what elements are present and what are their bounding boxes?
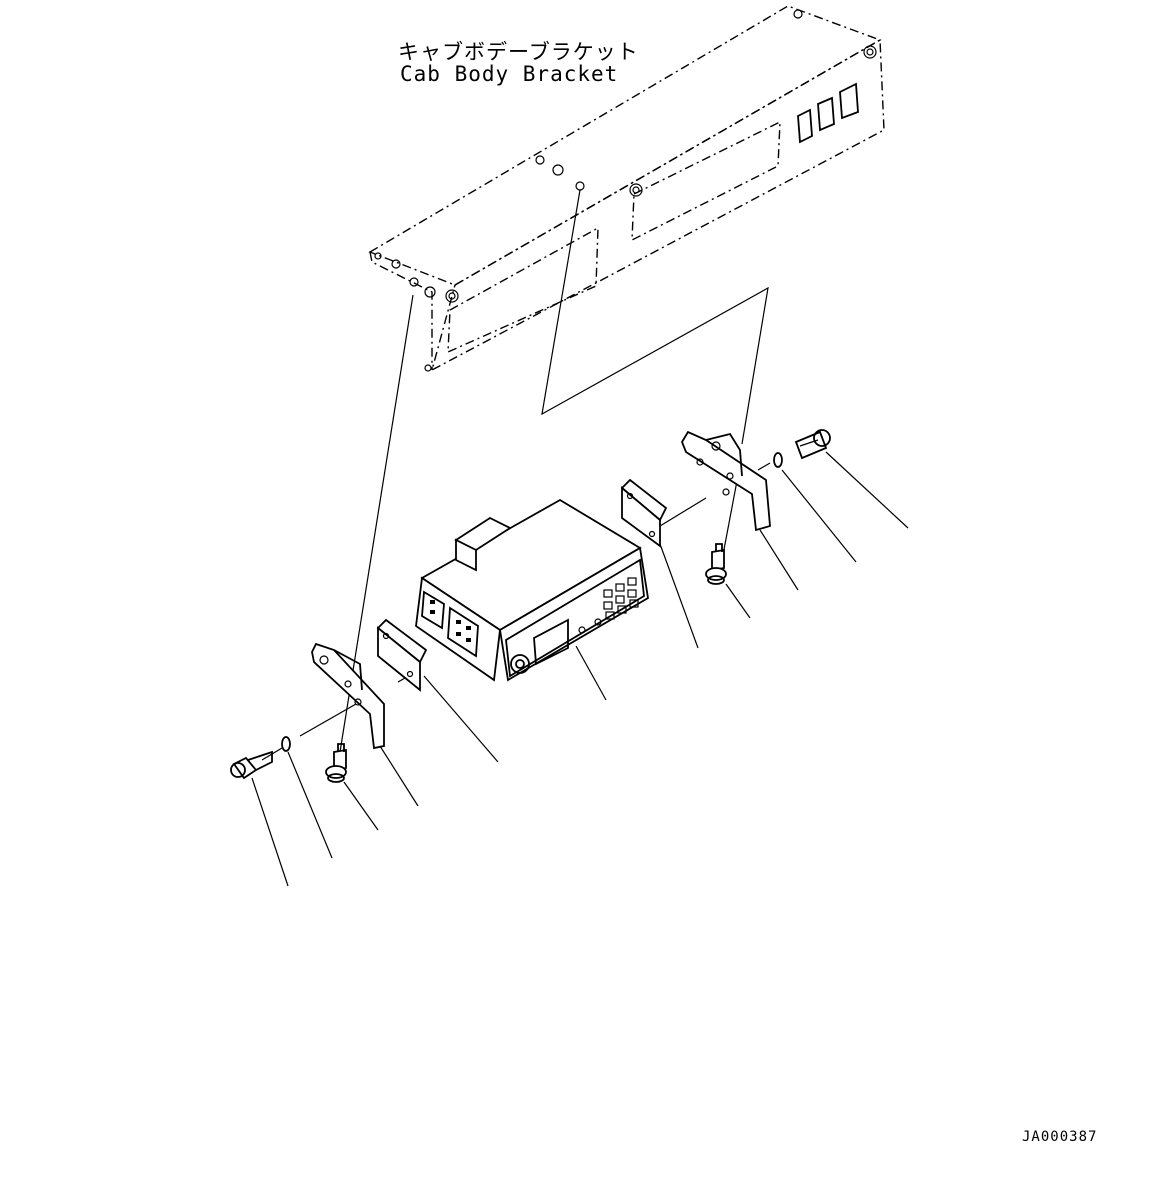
hole-icon (424, 364, 432, 372)
button-icon (594, 618, 602, 626)
hole-icon (382, 632, 390, 640)
volume-knob-icon (515, 659, 525, 669)
hole-icon (648, 530, 656, 538)
leader-lines (251, 451, 909, 887)
hole-icon (793, 9, 803, 19)
cab-body-bracket (368, 5, 885, 372)
nut-icon (629, 183, 643, 197)
radio-unit (415, 498, 649, 682)
hole-icon (696, 458, 704, 466)
leader-line (759, 529, 799, 591)
nut-icon (552, 164, 564, 176)
cab-body-bracket-label-en: Cab Body Bracket (400, 62, 619, 86)
hole-icon (344, 680, 352, 688)
bolt-head-icon (230, 762, 246, 778)
leader-line (781, 469, 857, 563)
hole-icon (535, 155, 545, 165)
hole-icon (424, 286, 436, 298)
button-icon (627, 577, 637, 586)
hole-icon (374, 252, 382, 260)
leader-line (725, 583, 751, 619)
button-icon (578, 626, 586, 634)
hole-icon (711, 441, 721, 451)
leader-line (287, 751, 333, 859)
leader-line (423, 675, 499, 763)
button-icon (603, 589, 613, 598)
leader-line (379, 745, 419, 807)
button-icon (627, 589, 637, 598)
button-icon (605, 611, 615, 620)
right-mount-group (620, 429, 831, 585)
volume-knob-icon (510, 654, 530, 674)
hole-icon (626, 492, 634, 500)
hole-icon (722, 488, 730, 496)
nut-icon (448, 292, 456, 300)
leader-line (575, 645, 607, 701)
hole-icon (726, 472, 734, 480)
bolt-head-icon (813, 429, 831, 447)
leader-line (825, 451, 909, 529)
button-icon (615, 595, 625, 604)
hole-icon (354, 698, 362, 706)
hole-icon (406, 670, 414, 678)
hole-icon (319, 655, 329, 665)
nut-icon (866, 48, 874, 56)
cab-body-bracket-label-jp: キャブボデーブラケット (398, 40, 639, 64)
hole-icon (575, 181, 585, 191)
button-icon (615, 583, 625, 592)
nut-icon (632, 186, 640, 194)
button-icon (603, 601, 613, 610)
leader-line (251, 777, 289, 887)
hole-icon (409, 277, 419, 287)
leader-line (343, 781, 379, 831)
nut-icon (863, 45, 877, 59)
washer-icon (281, 736, 291, 752)
drawing-code: JA000387 (1022, 1129, 1098, 1145)
nut-icon (445, 289, 459, 303)
left-mount-group (230, 618, 428, 783)
leader-line (659, 543, 699, 649)
button-icon (617, 605, 627, 614)
button-icon (629, 599, 639, 608)
washer-icon (773, 452, 783, 468)
hole-icon (391, 259, 401, 269)
